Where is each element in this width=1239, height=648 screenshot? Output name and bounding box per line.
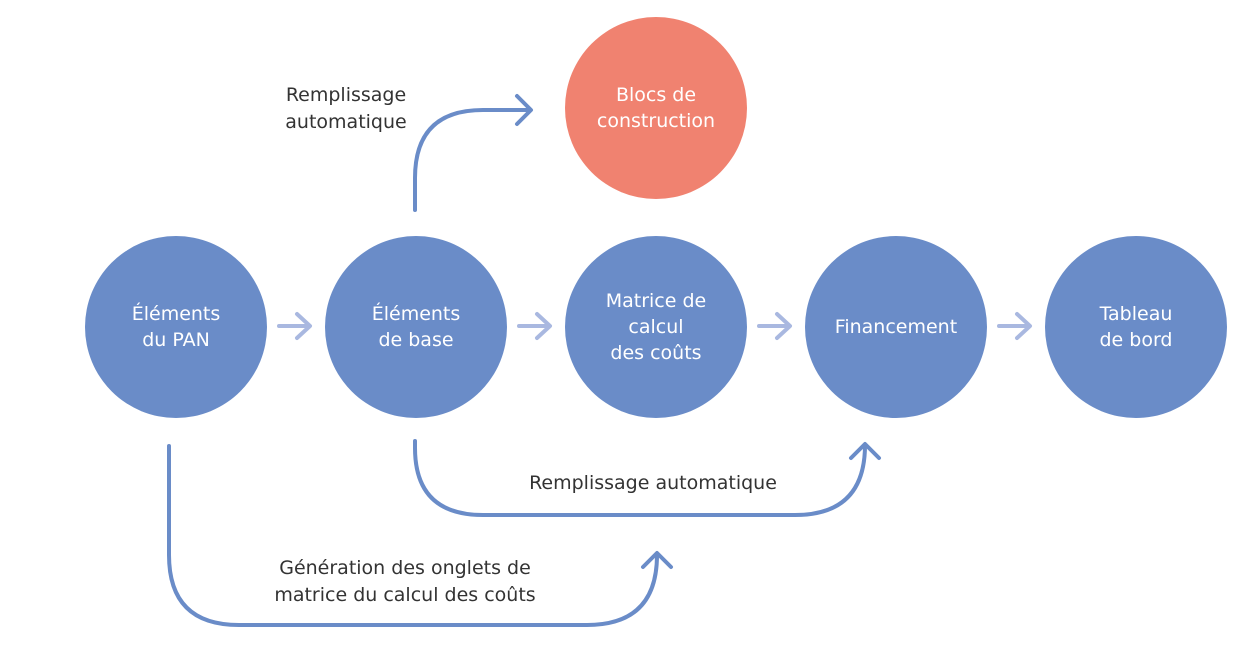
arrow-base-to-matrice	[517, 312, 552, 340]
curve-base-to-blocs	[413, 94, 533, 212]
node-financement: Financement	[805, 236, 987, 418]
node-blocs-label: Blocs de construction	[596, 84, 716, 132]
node-elements-base-label: Éléments de base	[371, 303, 461, 351]
node-elements-base: Éléments de base	[325, 236, 507, 418]
node-tableau-label: Tableau de bord	[1099, 303, 1173, 351]
node-matrice: Matrice de calcul des coûts	[565, 236, 747, 418]
arrow-pan-to-base	[277, 312, 312, 340]
node-financement-label: Financement	[834, 316, 958, 338]
label-remplissage-middle: Remplissage automatique	[529, 472, 777, 494]
arrow-matrice-to-financement	[757, 312, 792, 340]
label-remplissage-top: Remplissage automatique	[285, 84, 407, 133]
curve-pan-to-matrice	[167, 444, 673, 627]
curve-base-to-financement	[413, 439, 881, 517]
node-tableau: Tableau de bord	[1045, 236, 1227, 418]
arrow-financement-to-tableau	[997, 312, 1032, 340]
node-matrice-label: Matrice de calcul des coûts	[605, 290, 707, 364]
node-blocs: Blocs de construction	[565, 17, 747, 199]
label-generation: Génération des onglets de matrice du cal…	[274, 557, 536, 606]
node-elements-pan: Éléments du PAN	[85, 236, 267, 418]
node-elements-pan-label: Éléments du PAN	[131, 303, 221, 351]
